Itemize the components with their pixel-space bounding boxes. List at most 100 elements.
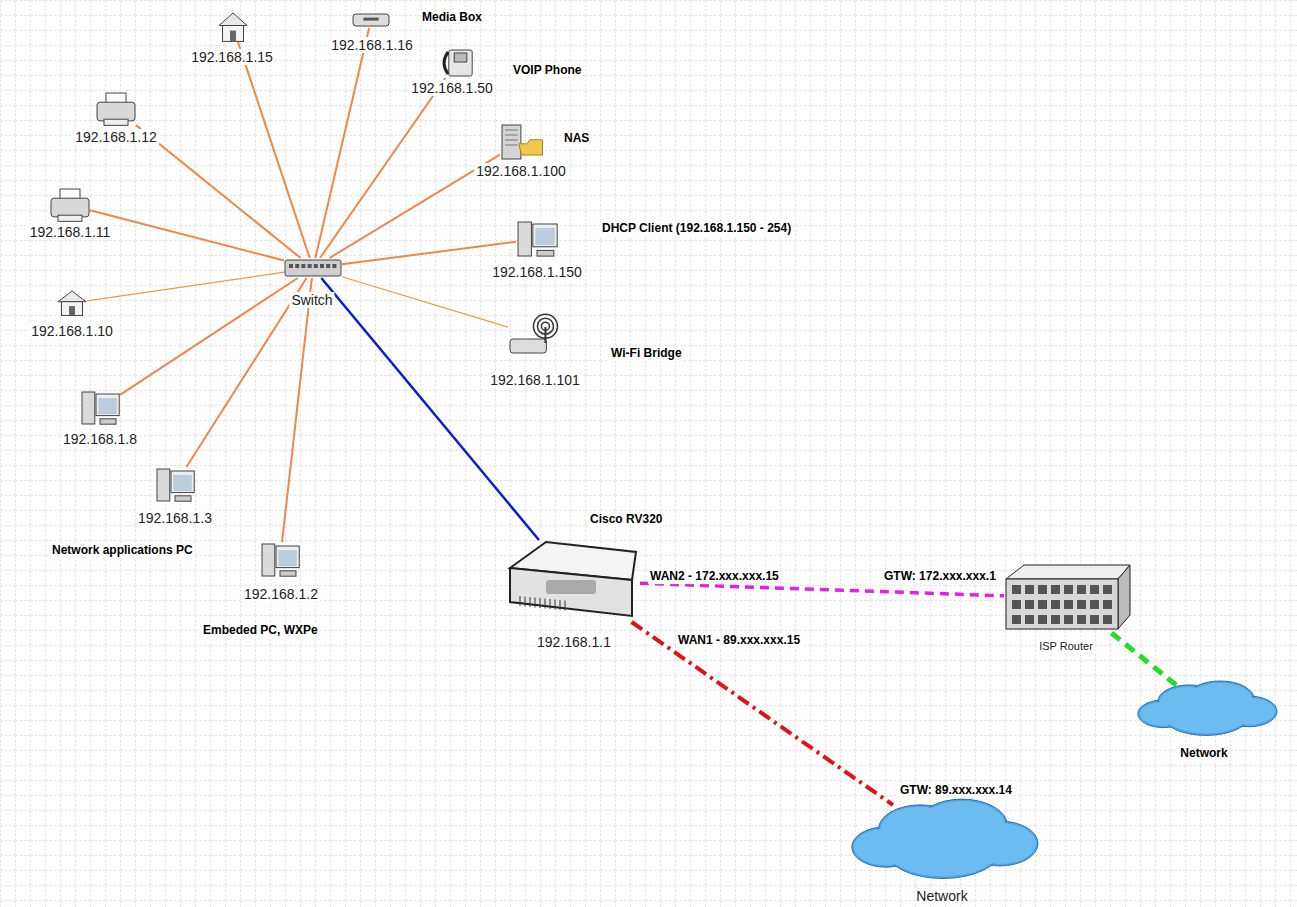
pc-drawing <box>155 467 195 503</box>
node-label: ISP Router <box>1037 640 1095 653</box>
node-label: 192.168.1.2 <box>242 586 320 602</box>
router-part <box>535 598 536 608</box>
isp-part <box>1006 565 1130 579</box>
node-label: 192.168.1.10 <box>29 323 115 339</box>
pc-icon <box>518 222 557 256</box>
wan-label: WAN1 - 89.xxx.xxx.15 <box>676 634 802 648</box>
device-caption: 192.168.1.1 <box>535 634 613 650</box>
printer-part <box>51 198 89 217</box>
switch-node: Switch <box>284 258 342 278</box>
media-part <box>353 14 389 26</box>
router-part <box>530 597 531 607</box>
house-part <box>223 26 244 42</box>
wifi-drawing <box>508 315 560 355</box>
printer-part <box>104 119 128 125</box>
wifi-part <box>537 318 553 334</box>
house-drawing <box>218 12 248 42</box>
switch-part <box>320 264 324 268</box>
node-label: 192.168.1.11 <box>28 224 113 240</box>
wifi-part <box>533 314 557 338</box>
pc-part <box>533 224 557 247</box>
isp-part <box>1118 565 1130 629</box>
router-part <box>510 568 632 616</box>
router-drawing <box>506 540 640 622</box>
server-drawing <box>500 124 542 160</box>
server-part <box>505 135 518 136</box>
switch-part <box>308 264 312 268</box>
pc-part <box>96 394 119 416</box>
isp-part <box>1064 615 1073 624</box>
switch-part <box>314 264 318 268</box>
phone-part <box>449 50 472 76</box>
node-label: 192.168.1.101 <box>488 372 582 388</box>
isp-part <box>1006 579 1118 629</box>
isp-part <box>1090 600 1099 609</box>
phone-node: 192.168.1.50VOIP Phone <box>438 48 474 78</box>
isp-part <box>1025 615 1034 624</box>
house-node: 192.168.1.15 <box>218 12 248 42</box>
switch-part <box>289 264 293 268</box>
router-part <box>525 597 526 607</box>
house-part <box>230 31 236 42</box>
wifi-node: 192.168.1.101Wi-Fi Bridge <box>508 315 560 355</box>
pc-part <box>175 496 191 501</box>
thin-link <box>342 277 508 327</box>
mag-link <box>640 583 1004 596</box>
pc-part <box>537 250 554 256</box>
pc-part <box>535 228 554 245</box>
switch-part <box>285 260 341 276</box>
switch-part <box>295 264 299 268</box>
router-part <box>520 596 521 606</box>
switch-part <box>301 264 305 268</box>
isp-drawing <box>1004 563 1132 633</box>
isp-part <box>1090 585 1099 594</box>
media-drawing <box>352 12 390 28</box>
router-part <box>550 599 551 609</box>
node-label: 192.168.1.150 <box>490 264 584 280</box>
pc-part <box>98 398 116 414</box>
gateway-label: GTW: 89.xxx.xxx.14 <box>898 784 1014 798</box>
pc-part <box>518 222 531 256</box>
node-label: 192.168.1.50 <box>409 80 495 96</box>
pc-part <box>157 469 170 501</box>
isp-node: ISP Router <box>1004 563 1132 633</box>
cloud-part <box>1165 699 1246 733</box>
pc-drawing <box>260 542 300 578</box>
pc-part <box>276 546 299 568</box>
server-part <box>505 140 518 141</box>
switch-part <box>332 264 336 268</box>
isp-part <box>1064 600 1073 609</box>
printer-icon <box>97 93 135 125</box>
pc-part <box>100 419 116 424</box>
router-part <box>546 580 596 594</box>
isp-part <box>1077 615 1086 624</box>
thin-link <box>87 272 284 301</box>
house-node: 192.168.1.10 <box>57 290 87 316</box>
isp-part <box>1090 615 1099 624</box>
switch-drawing <box>284 258 342 278</box>
router-icon <box>510 542 636 616</box>
node-label: 192.168.1.3 <box>136 510 214 526</box>
green-link <box>1112 633 1177 685</box>
printer-node: 192.168.1.11 <box>50 188 90 222</box>
printer-icon <box>51 189 89 221</box>
phone-part <box>454 53 467 62</box>
device-caption: Network applications PC <box>50 544 195 558</box>
router-node: Cisco RV320192.168.1.1 <box>506 540 640 622</box>
isp-part <box>1025 600 1034 609</box>
wifi-part <box>541 322 549 330</box>
cloud-drawing <box>848 805 1038 875</box>
pc-drawing <box>516 220 558 258</box>
device-caption: Cisco RV320 <box>588 513 665 527</box>
wifi-part <box>510 339 546 353</box>
isp-part <box>1051 615 1060 624</box>
router-part <box>560 600 561 610</box>
pc-part <box>278 550 296 566</box>
pc-node: 192.168.1.2Embeded PC, WXPe <box>260 542 300 578</box>
cloud-drawing <box>1135 685 1277 733</box>
device-caption: Media Box <box>420 11 484 25</box>
media-part <box>363 18 378 21</box>
